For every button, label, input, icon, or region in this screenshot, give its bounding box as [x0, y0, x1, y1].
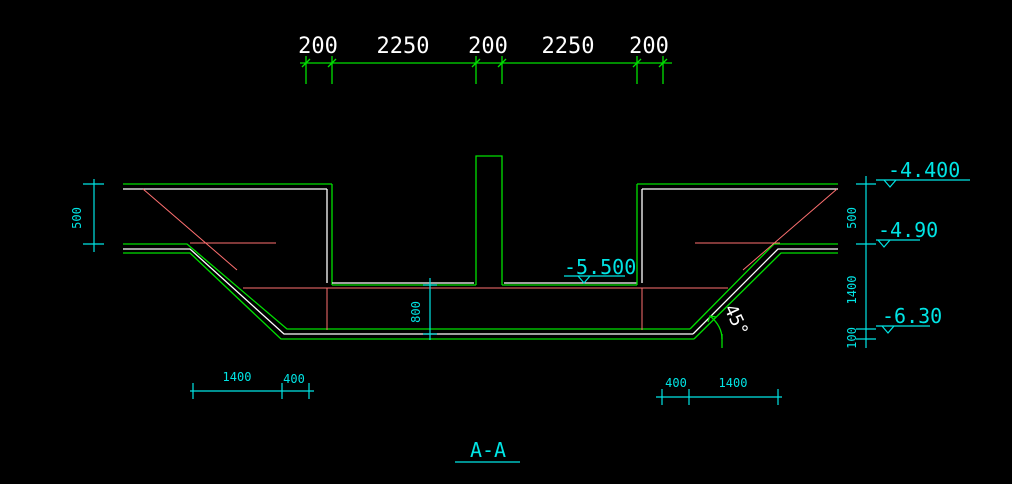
- floor-level-mark: -5.500: [564, 255, 636, 284]
- top-dim-4: 2250: [542, 34, 595, 59]
- level-top-label: -4.400: [888, 158, 960, 182]
- top-dimension-chain: 200 2250 200 2250 200: [298, 34, 672, 84]
- left-vertical-dimension: 500: [70, 179, 104, 252]
- bottom-left-dimension: 1400 400: [190, 370, 314, 399]
- section-title: A-A: [455, 438, 520, 463]
- angle-mark: 45°: [707, 301, 752, 348]
- level-bottom-label: -6.30: [882, 304, 942, 328]
- section-title-label: A-A: [470, 438, 506, 462]
- angle-label: 45°: [719, 301, 752, 339]
- right-dim-100: 100: [845, 327, 859, 349]
- right-vertical-dimension: 500 1400 100 -4.400 -4.90 -6.30: [845, 158, 970, 349]
- top-dim-5: 200: [629, 34, 669, 59]
- left-dim-label: 500: [70, 207, 84, 229]
- right-dim-500: 500: [845, 207, 859, 229]
- slab-dim-label: 800: [409, 301, 423, 323]
- bottom-left-1400: 1400: [223, 370, 252, 384]
- section-outline: [123, 155, 838, 340]
- top-dim-1: 200: [298, 34, 338, 59]
- floor-level-label: -5.500: [564, 255, 636, 279]
- top-dim-2: 2250: [377, 34, 430, 59]
- rebar-lines: [142, 188, 838, 330]
- right-dim-1400: 1400: [845, 276, 859, 305]
- bottom-right-dimension: 400 1400: [656, 376, 782, 405]
- bottom-right-400: 400: [665, 376, 687, 390]
- level-mid-label: -4.90: [878, 218, 938, 242]
- bottom-right-1400: 1400: [719, 376, 748, 390]
- slab-dimension: 800: [409, 278, 437, 340]
- top-dim-3: 200: [468, 34, 508, 59]
- bottom-left-400: 400: [283, 372, 305, 386]
